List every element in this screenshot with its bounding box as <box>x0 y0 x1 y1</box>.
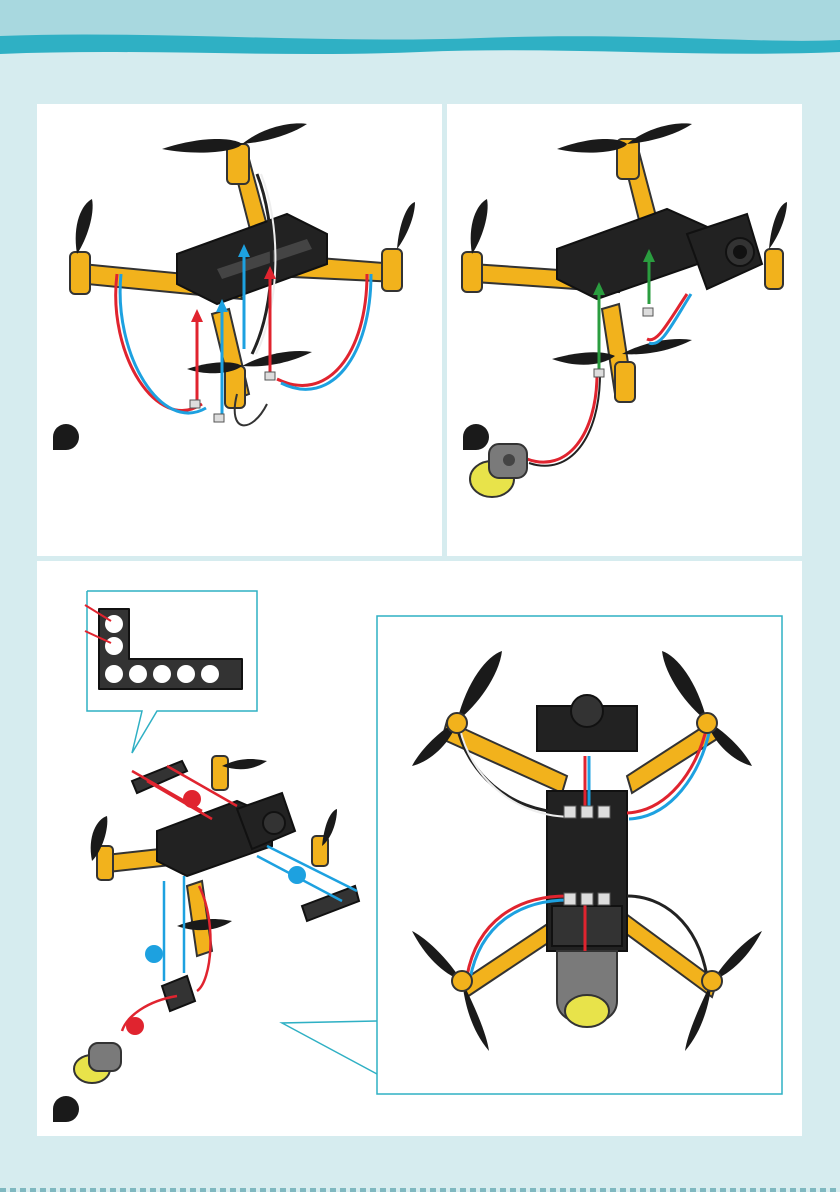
callout-blue-dot <box>145 945 163 963</box>
drone-assembly-step-3-illustration <box>37 561 802 1136</box>
step-3-marker <box>53 1096 79 1122</box>
top-view-detail-box <box>282 616 782 1094</box>
drone-assembly-step-1-illustration <box>37 104 442 556</box>
callout-blue-dot <box>288 866 306 884</box>
step-1-panel <box>37 104 442 556</box>
header-wave-band <box>0 0 840 62</box>
page-bottom-border <box>0 1188 840 1192</box>
step-1-marker <box>53 424 79 450</box>
light-module-icon <box>74 1043 121 1083</box>
light-module-icon <box>470 444 527 497</box>
exploded-drone <box>74 756 359 1083</box>
arrow-red-1 <box>191 309 203 404</box>
step-2-panel <box>447 104 802 556</box>
step-3-panel <box>37 561 802 1136</box>
callout-red-dot <box>183 790 201 808</box>
drone-assembly-step-2-illustration <box>447 104 802 556</box>
controller-body <box>557 209 712 299</box>
callout-red-dot <box>126 1017 144 1035</box>
step-2-marker <box>463 424 489 450</box>
